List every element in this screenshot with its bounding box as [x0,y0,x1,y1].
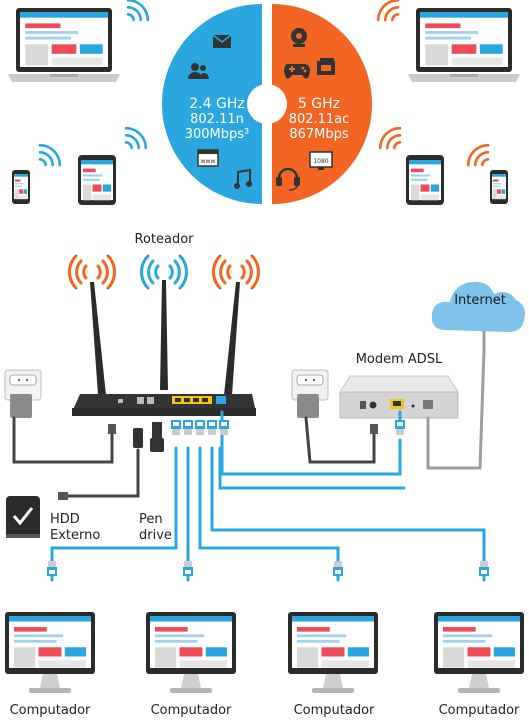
phone-right [490,170,508,204]
band-left-text: 2.4 GHz 802.11n 300Mbps³ [176,96,258,143]
users-icon [188,63,209,79]
laptop-left [8,8,120,82]
wifi-signal-icon [117,122,152,157]
phone-left [12,170,30,204]
hdd-label-line2: Externo [50,528,101,543]
modem-label: Modem ADSL [355,352,443,367]
svg-text:www: www [201,158,216,165]
band-right-text: 5 GHz 802.11ac 867Mbps [278,96,360,143]
band-right-freq: 5 GHz [297,96,341,112]
computer-3 [288,612,378,693]
computer-3-label: Computador [293,703,375,718]
tablet-left [78,155,116,205]
power-outlet [4,369,42,418]
router-label: Roteador [134,232,194,247]
pen-label-line1: Pen [139,512,163,527]
band-left-speed: 300Mbps³ [184,127,250,142]
pen-label-line2: drive [139,528,172,543]
band-right-speed: 867Mbps [289,127,349,142]
laptop-right [408,8,520,82]
computer-4 [434,612,524,693]
internet-label: Internet [454,293,506,308]
band-right-standard: 802.11ac [288,112,350,127]
gamepad-icon [284,64,310,79]
tablet-right [406,155,444,205]
mail-icon [212,34,232,48]
wifi-signal-icon [462,139,497,174]
webcam-icon [291,28,307,47]
computer-2-label: Computador [150,703,232,718]
tv-1080-icon: 1080 [309,151,333,170]
computer-1 [5,612,95,693]
film-icon [317,58,335,75]
music-icon [234,168,252,189]
headset-icon [276,167,300,191]
wifi-signal-icon [374,122,409,157]
router [68,254,260,416]
band-left-freq: 2.4 GHz [189,96,245,112]
usb-plugs [108,422,378,452]
wifi-signal-icon [372,0,407,29]
band-right-half [272,4,372,204]
power-outlet [291,369,329,418]
computer-2 [146,612,236,693]
www-icon: www [197,149,219,167]
hdd-label-line1: HDD [50,512,80,527]
band-left-half [162,4,262,204]
computer-1-label: Computador [9,703,91,718]
internet-cloud [431,281,525,332]
band-left-standard: 802.11n [190,112,244,127]
svg-text:1080: 1080 [313,158,328,165]
wifi-signal-icon [31,139,66,174]
wifi-signal-icon [119,0,154,29]
computer-4-label: Computador [438,703,520,718]
external-hdd [6,492,68,538]
